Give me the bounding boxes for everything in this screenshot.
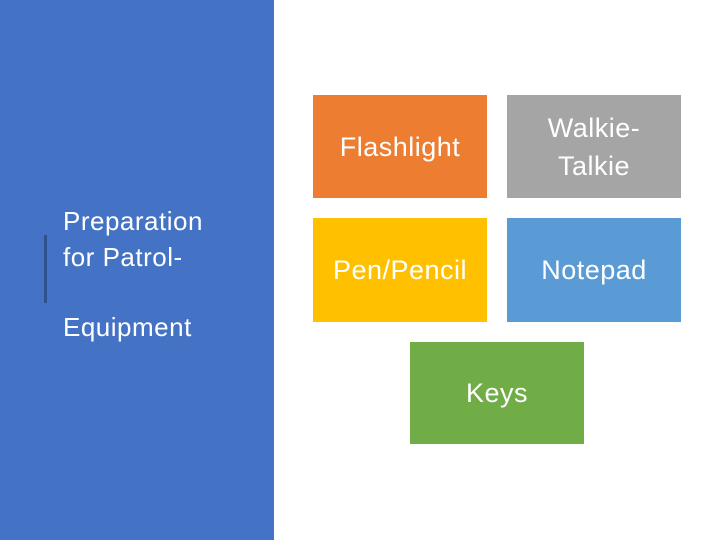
card-notepad: Notepad — [507, 218, 681, 322]
accent-bar — [44, 235, 47, 303]
title-line-3: Equipment — [63, 312, 192, 342]
card-walkie-talkie-label: Walkie- Talkie — [547, 112, 641, 181]
title-line-2: for Patrol- — [63, 242, 183, 272]
card-flashlight-label: Flashlight — [339, 131, 461, 162]
card-walkie-talkie: Walkie- Talkie — [507, 95, 681, 198]
card-pen-pencil-label: Pen/Pencil — [332, 255, 468, 285]
card-pen-pencil: Pen/Pencil — [313, 218, 487, 322]
title-line-1: Preparation — [63, 206, 203, 236]
slide-title: Preparation for Patrol- Equipment — [63, 203, 263, 345]
card-keys-label: Keys — [465, 378, 529, 408]
card-keys: Keys — [410, 342, 584, 444]
card-notepad-label: Notepad — [541, 255, 647, 285]
card-flashlight: Flashlight — [313, 95, 487, 198]
